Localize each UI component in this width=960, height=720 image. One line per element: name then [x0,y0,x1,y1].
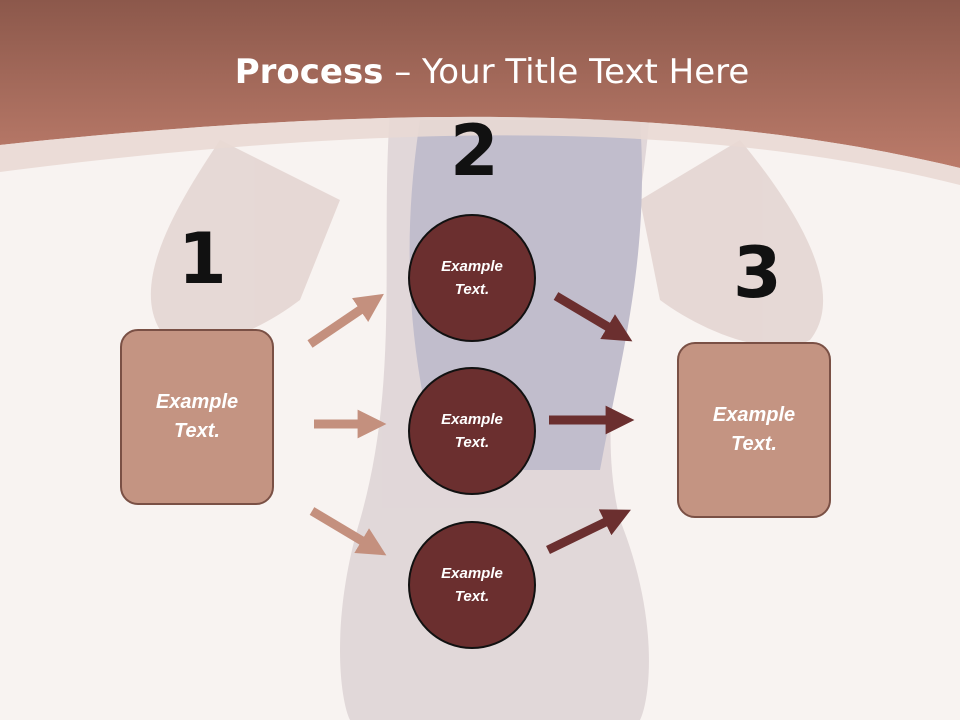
left-step-box: Example Text. [120,329,274,505]
right-step-box: Example Text. [677,342,831,518]
arrow-circle-3-to-right [546,509,631,555]
arrow-left-to-circle-1 [307,293,384,348]
title-bold: Process [234,52,384,92]
left-box-text: Example Text. [155,391,239,442]
title-rest: – Your Title Text Here [383,52,750,92]
circle-2-text: Example Text. [441,411,503,451]
circle-step-2: Example Text. [408,367,536,495]
circle-step-3: Example Text. [408,521,536,649]
circle-3-text: Example Text. [441,565,503,605]
step-number-2: 2 [450,110,499,192]
slide-title: Process – Your Title Text Here [0,52,960,92]
circle-step-1: Example Text. [408,214,536,342]
step-number-1: 1 [178,218,227,300]
arrow-left-to-circle-3 [309,507,387,556]
right-box-text: Example Text. [712,404,796,455]
step-number-3: 3 [733,232,782,314]
circle-1-text: Example Text. [441,258,503,298]
arrow-circle-1-to-right [553,292,633,342]
